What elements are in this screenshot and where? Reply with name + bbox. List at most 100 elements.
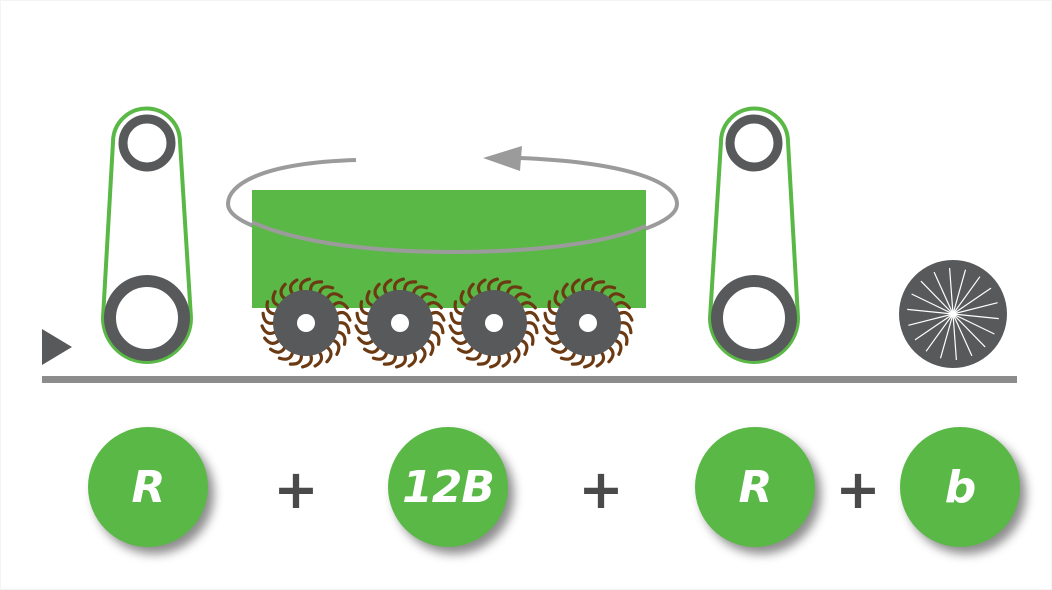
- bristle: [425, 338, 435, 356]
- bristle: [523, 330, 535, 346]
- radial-spoke: [952, 313, 995, 335]
- bristle: [429, 310, 446, 322]
- radial-spoke: [933, 271, 954, 315]
- bristle: [451, 336, 469, 345]
- bristle: [501, 350, 512, 368]
- bristle: [581, 277, 593, 293]
- bristle: [448, 324, 465, 336]
- brush-axle-hole: [297, 314, 315, 332]
- bristle: [313, 350, 324, 368]
- radial-spoke: [952, 313, 986, 348]
- station-node-2: 12B: [388, 427, 508, 547]
- bristle: [570, 353, 586, 366]
- bristle: [301, 353, 313, 369]
- bristle: [505, 285, 523, 296]
- radial-spoke: [952, 269, 967, 315]
- bristle: [599, 285, 617, 296]
- bristle: [429, 330, 441, 346]
- bristle: [607, 292, 625, 301]
- belt-roller-bottom: [104, 275, 190, 361]
- belt-unit-right: [707, 106, 801, 364]
- plus-operator-2: +: [578, 458, 624, 521]
- bristle: [288, 353, 304, 366]
- bristle: [331, 338, 341, 356]
- belt-roller-top: [118, 114, 176, 172]
- bristle: [561, 282, 569, 301]
- bristle: [335, 330, 347, 346]
- bristle: [363, 345, 381, 354]
- bristle: [523, 310, 540, 322]
- brush-wheel-icon: [260, 277, 352, 369]
- radial-spoke: [907, 308, 954, 315]
- feed-direction-triangle-icon: [42, 329, 72, 365]
- bristle: [613, 301, 631, 310]
- bristle: [373, 282, 381, 301]
- bristle: [299, 277, 311, 293]
- bristle: [365, 290, 375, 308]
- bristle: [545, 336, 563, 345]
- rotation-arrow-icon: [483, 146, 522, 171]
- station-node-4: b: [900, 427, 1020, 547]
- bristle: [559, 350, 577, 361]
- bristle: [325, 345, 333, 364]
- bristle: [519, 301, 537, 310]
- bristle: [263, 336, 281, 345]
- brush-head-body: [252, 190, 646, 308]
- bristle: [551, 345, 569, 354]
- brush-axle-hole: [485, 314, 503, 332]
- belt-outline: [100, 106, 194, 364]
- bristle: [570, 278, 581, 296]
- radial-spoke: [911, 293, 954, 315]
- bristle: [317, 285, 335, 296]
- bristle: [590, 280, 606, 293]
- radial-spoke: [914, 313, 954, 341]
- radial-spoke: [949, 268, 954, 315]
- bristle: [271, 290, 281, 308]
- bristle: [382, 278, 393, 296]
- bristle: [543, 311, 558, 325]
- bristle: [457, 345, 475, 354]
- bristle: [449, 311, 464, 325]
- bristle: [382, 353, 398, 366]
- bristle: [359, 300, 371, 316]
- radial-spoke: [952, 276, 981, 315]
- bristle: [269, 345, 287, 354]
- radial-spoke: [908, 313, 954, 326]
- station-node-3: R: [695, 427, 815, 547]
- bristle: [354, 324, 371, 336]
- radial-spoke: [952, 302, 998, 315]
- radial-spoke: [939, 313, 954, 359]
- bristle: [595, 350, 606, 368]
- brushing-head: [225, 146, 680, 369]
- bristle: [371, 350, 389, 361]
- bristle: [553, 290, 563, 308]
- bristle: [607, 345, 615, 364]
- bristle: [617, 310, 634, 322]
- bristle: [542, 324, 559, 336]
- bristle: [277, 350, 295, 361]
- bristle: [335, 310, 352, 322]
- station-label: 12B: [402, 461, 495, 513]
- bristle: [496, 280, 512, 293]
- belt-roller-bottom: [711, 275, 797, 361]
- brush-wheels: [260, 277, 634, 369]
- bristle: [425, 301, 443, 310]
- bristle: [430, 321, 445, 335]
- belt-unit-left: [100, 106, 194, 364]
- station-label: R: [738, 461, 773, 513]
- conveyor-line: [42, 376, 1017, 383]
- brush-wheel-icon: [354, 277, 446, 369]
- bristle: [288, 278, 299, 296]
- bristle: [419, 345, 427, 364]
- plus-operator-3: +: [835, 458, 881, 521]
- radial-spoke: [925, 313, 954, 352]
- bristle: [476, 353, 492, 366]
- bristle: [617, 330, 629, 346]
- station-label: b: [944, 461, 976, 513]
- radial-brush-icon: [899, 260, 1007, 368]
- bristle: [513, 292, 531, 301]
- bristle: [459, 290, 469, 308]
- bristle: [355, 311, 370, 325]
- radial-spoke: [952, 313, 999, 320]
